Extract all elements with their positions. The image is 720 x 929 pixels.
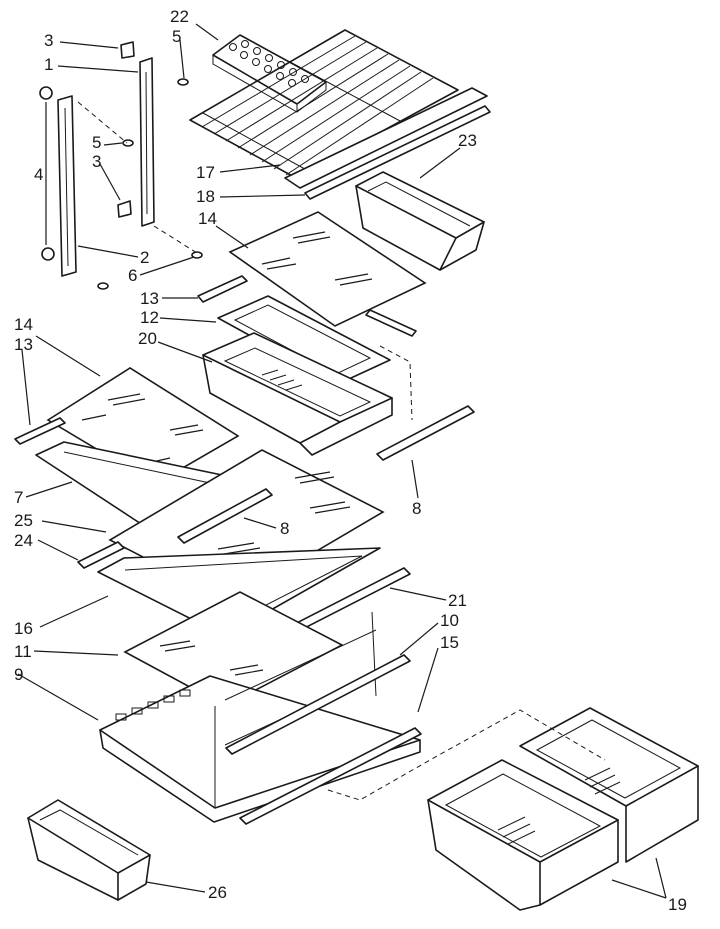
callout-14-middle: 14 xyxy=(14,315,33,334)
callout-21: 21 xyxy=(448,591,467,610)
callout-2: 2 xyxy=(140,248,149,267)
callout-9: 9 xyxy=(14,665,23,684)
callout-8-right: 8 xyxy=(412,499,421,518)
screw-top xyxy=(177,78,189,86)
callout-3-mid: 3 xyxy=(92,152,101,171)
meat-drawer xyxy=(202,332,413,456)
slide-rail-middle-8 xyxy=(177,488,273,544)
wire-shelf-front-trim xyxy=(284,87,488,189)
callout-7: 7 xyxy=(14,488,23,507)
slide-rail-upper-right xyxy=(365,309,417,337)
callout-12: 12 xyxy=(140,308,159,327)
callout-23: 23 xyxy=(458,131,477,150)
callout-4: 4 xyxy=(34,165,43,184)
slide-rail-10 xyxy=(225,654,411,755)
callout-14-upper: 14 xyxy=(198,209,217,228)
door-bin-bottom xyxy=(27,799,151,901)
leader-lines xyxy=(17,23,667,899)
callout-11: 11 xyxy=(14,642,32,661)
wire-shelf-rear-trim xyxy=(304,105,491,200)
screw-mid xyxy=(122,139,134,147)
ladder-bracket-mid xyxy=(117,200,132,218)
callout-13-middle: 13 xyxy=(14,335,33,354)
crisper-drawer-right xyxy=(519,707,699,863)
callout-19: 19 xyxy=(668,895,687,914)
callout-10: 10 xyxy=(440,611,459,630)
callout-18: 18 xyxy=(196,187,215,206)
callout-labels: 22 5 3 1 4 5 3 2 6 17 18 23 14 13 12 20 … xyxy=(14,7,687,914)
slide-rail-middle-left xyxy=(14,417,66,445)
callout-15: 15 xyxy=(440,633,459,652)
callout-24: 24 xyxy=(14,531,33,550)
callout-16: 16 xyxy=(14,619,33,638)
callout-5-mid: 5 xyxy=(92,133,101,152)
glass-shelf-upper xyxy=(228,211,427,327)
shelf-ladder-right xyxy=(139,57,155,227)
shelf-ladder-left xyxy=(57,95,77,277)
slide-rail-lower-24 xyxy=(77,541,125,569)
callout-1: 1 xyxy=(44,55,53,74)
callout-3-top: 3 xyxy=(44,31,53,50)
callout-5-top: 5 xyxy=(172,27,181,46)
screw-bottom-left xyxy=(97,282,109,290)
callout-20: 20 xyxy=(138,329,157,348)
screw-bottom-right xyxy=(191,251,203,259)
slide-rail-upper-left xyxy=(197,275,248,303)
slide-rail-right-8 xyxy=(376,405,475,461)
ladder-cap-bottom-left xyxy=(41,247,55,261)
callout-13-upper: 13 xyxy=(140,289,159,308)
wire-shelf xyxy=(189,29,459,179)
ladder-cap-top-left xyxy=(39,86,53,100)
callout-6: 6 xyxy=(128,266,137,285)
door-bin-top xyxy=(355,171,485,271)
callout-25: 25 xyxy=(14,511,33,530)
ladder-bracket-top xyxy=(120,41,135,59)
slide-rail-15 xyxy=(239,727,422,825)
egg-tray xyxy=(212,34,327,113)
callout-22: 22 xyxy=(170,7,189,26)
callout-26: 26 xyxy=(208,883,227,902)
crisper-drawer-left xyxy=(427,759,619,911)
callout-17: 17 xyxy=(196,163,215,182)
callout-8-middle: 8 xyxy=(280,519,289,538)
